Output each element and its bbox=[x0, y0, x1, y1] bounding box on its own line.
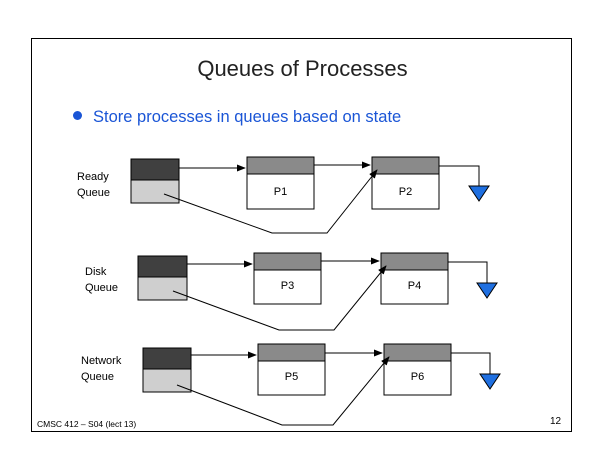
footer-course-label: CMSC 412 – S04 (lect 13) bbox=[37, 419, 137, 429]
queue-label-line2: Queue bbox=[77, 187, 111, 199]
pcb-header bbox=[383, 343, 452, 362]
null-ground-icon bbox=[479, 373, 501, 390]
queue-label-ready: Ready Queue bbox=[77, 169, 110, 201]
pcb-header bbox=[253, 252, 322, 271]
slide-title: Queues of Processes bbox=[197, 56, 408, 81]
queue-label-disk: Disk Queue bbox=[85, 264, 118, 296]
queue-tail-cell bbox=[130, 179, 180, 204]
queue-label-line1: Ready bbox=[77, 171, 109, 183]
null-pointer-line bbox=[448, 261, 488, 283]
queue-head-cell bbox=[137, 255, 188, 278]
tail-pointer-arrow bbox=[163, 169, 378, 234]
page-number: 12 bbox=[550, 416, 562, 427]
process-label: P5 bbox=[285, 371, 298, 383]
null-ground-icon bbox=[476, 282, 498, 299]
queue-head-cell bbox=[142, 347, 192, 370]
tail-pointer-arrow bbox=[176, 356, 390, 426]
pcb-header bbox=[380, 252, 449, 271]
queue-disk: P3 P4 bbox=[137, 252, 498, 331]
null-pointer-line bbox=[451, 352, 491, 374]
pcb-header bbox=[246, 156, 315, 175]
queue-label-line1: Network bbox=[81, 355, 122, 367]
pcb-box: P5 bbox=[257, 343, 326, 396]
queue-head-cell bbox=[130, 158, 180, 181]
process-label: P1 bbox=[274, 186, 287, 198]
pcb-header bbox=[371, 156, 440, 175]
queue-label-line2: Queue bbox=[85, 282, 119, 294]
queue-network: P5 P6 bbox=[142, 343, 501, 426]
process-label: P2 bbox=[399, 186, 412, 198]
queue-label-network: Network Queue bbox=[81, 353, 121, 385]
pcb-box: P1 bbox=[246, 156, 315, 210]
pcb-box: P4 bbox=[380, 252, 449, 305]
queue-tail-cell bbox=[142, 368, 192, 393]
queue-tail-cell bbox=[137, 276, 188, 301]
queue-ready: P1 P2 bbox=[130, 156, 490, 234]
queue-label-line2: Queue bbox=[81, 371, 115, 383]
queue-label-line1: Disk bbox=[85, 266, 107, 278]
bullet-item: Store processes in queues based on state bbox=[73, 108, 401, 127]
null-ground-icon bbox=[468, 185, 490, 202]
bullet-text: Store processes in queues based on state bbox=[93, 108, 402, 126]
process-label: P4 bbox=[408, 280, 421, 292]
pcb-box: P6 bbox=[383, 343, 452, 396]
tail-pointer-arrow bbox=[172, 265, 387, 331]
pcb-box: P2 bbox=[371, 156, 440, 210]
slide-frame bbox=[31, 38, 572, 432]
pcb-header bbox=[257, 343, 326, 362]
pcb-box: P3 bbox=[253, 252, 322, 305]
bullet-icon bbox=[73, 111, 82, 121]
process-label: P6 bbox=[411, 371, 424, 383]
null-pointer-line bbox=[439, 165, 480, 186]
process-label: P3 bbox=[281, 280, 294, 292]
